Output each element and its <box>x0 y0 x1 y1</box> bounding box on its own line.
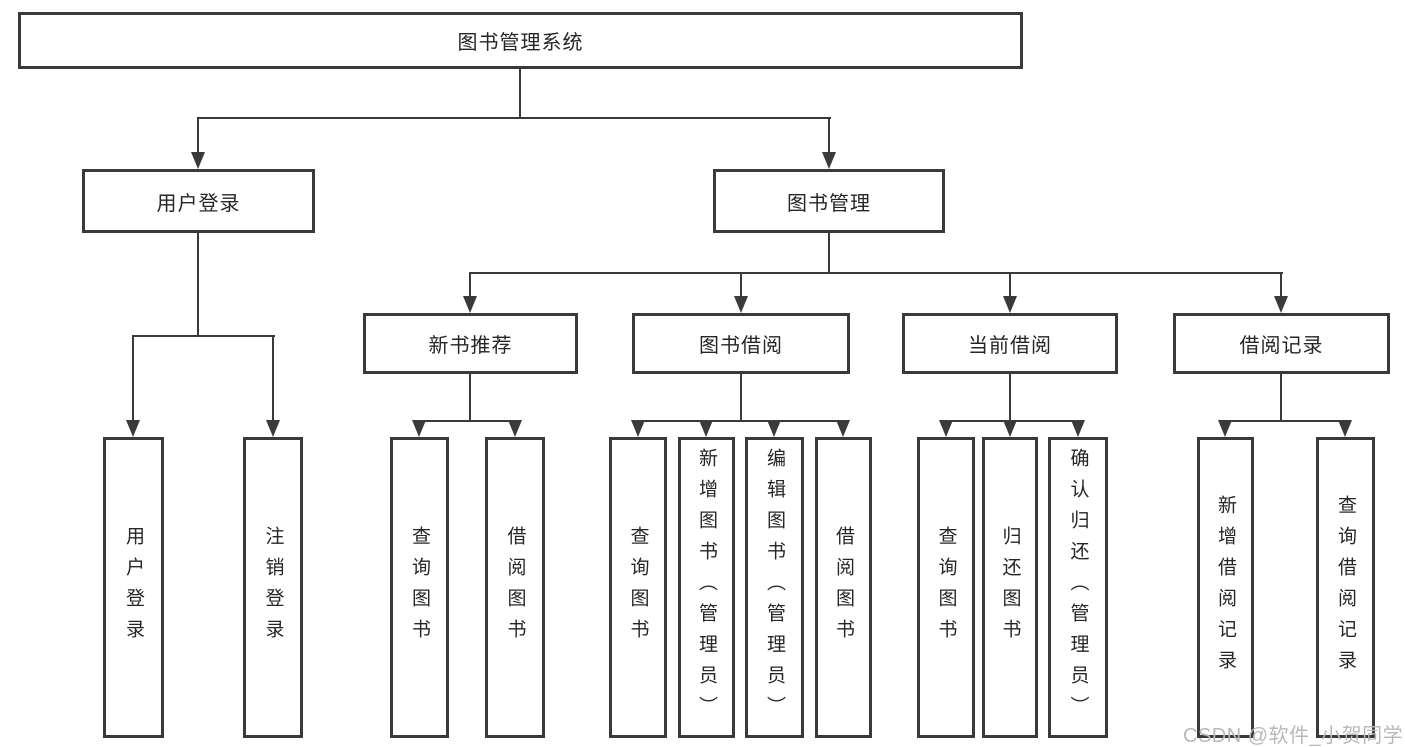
leaf-label: 编辑图书（管理员） <box>764 448 785 727</box>
connector-line <box>519 69 521 119</box>
connector-line <box>828 233 830 274</box>
connector-line <box>132 335 275 337</box>
arrow-down-icon <box>1218 420 1232 437</box>
leaf-current-query-books: 查询图书 <box>917 437 975 738</box>
node-root-library-system: 图书管理系统 <box>18 12 1023 69</box>
connector-line <box>740 374 742 422</box>
leaf-label: 查询图书 <box>409 525 430 650</box>
arrow-down-icon <box>699 420 713 437</box>
leaf-borrow-books: 借阅图书 <box>815 437 872 738</box>
node-book-management: 图书管理 <box>713 169 945 233</box>
connector-line <box>1280 374 1282 422</box>
leaf-borrow-query-books: 查询图书 <box>609 437 667 738</box>
arrow-down-icon <box>1338 420 1352 437</box>
leaf-label: 借阅图书 <box>833 525 854 650</box>
leaf-add-book-admin: 新增图书（管理员） <box>678 437 735 738</box>
arrow-down-icon <box>767 420 781 437</box>
arrow-down-icon <box>463 296 477 313</box>
leaf-newrec-query-books: 查询图书 <box>390 437 449 738</box>
connector-line <box>1224 420 1347 422</box>
connector-line <box>828 119 830 155</box>
arrow-down-icon <box>734 296 748 313</box>
connector-line <box>197 119 199 155</box>
leaf-newrec-borrow-books: 借阅图书 <box>485 437 545 738</box>
leaf-label: 新增图书（管理员） <box>696 448 717 727</box>
leaf-edit-book-admin: 编辑图书（管理员） <box>745 437 804 738</box>
arrow-down-icon <box>1071 420 1085 437</box>
connector-line <box>469 272 1283 274</box>
connector-line <box>1009 274 1011 299</box>
csdn-watermark: CSDN @软件_小贺同学 <box>1183 725 1404 747</box>
arrow-down-icon <box>1274 296 1288 313</box>
connector-line <box>197 233 199 337</box>
node-user-login: 用户登录 <box>82 169 315 233</box>
leaf-label: 确认归还（管理员） <box>1067 448 1089 727</box>
arrow-down-icon <box>266 420 280 437</box>
leaf-user-login: 用户登录 <box>103 437 164 738</box>
connector-line <box>637 420 845 422</box>
leaf-return-books: 归还图书 <box>982 437 1038 738</box>
leaf-add-borrow-record: 新增借阅记录 <box>1197 437 1254 738</box>
leaf-query-borrow-record: 查询借阅记录 <box>1316 437 1375 738</box>
connector-line <box>1280 274 1282 299</box>
leaf-label: 注销登录 <box>262 525 284 650</box>
connector-line <box>132 337 134 422</box>
leaf-label: 查询图书 <box>627 525 649 650</box>
leaf-label: 新增借阅记录 <box>1215 494 1236 681</box>
arrow-down-icon <box>412 420 426 437</box>
connector-line <box>469 274 471 299</box>
node-new-book-recommendation: 新书推荐 <box>363 313 578 374</box>
connector-line <box>197 117 831 119</box>
leaf-label: 借阅图书 <box>504 525 526 650</box>
arrow-down-icon <box>939 420 953 437</box>
connector-line <box>469 374 471 422</box>
node-book-borrowing: 图书借阅 <box>632 313 850 374</box>
leaf-label: 查询借阅记录 <box>1335 494 1356 681</box>
arrow-down-icon <box>1003 420 1017 437</box>
connector-line <box>272 337 274 422</box>
leaf-label: 归还图书 <box>999 525 1021 650</box>
leaf-label: 用户登录 <box>123 525 144 650</box>
leaf-confirm-return-admin: 确认归还（管理员） <box>1048 437 1108 738</box>
connector-line <box>740 274 742 299</box>
arrow-down-icon <box>191 152 205 169</box>
node-borrowing-records: 借阅记录 <box>1173 313 1390 374</box>
arrow-down-icon <box>836 420 850 437</box>
connector-line <box>1009 374 1011 422</box>
node-current-borrowing: 当前借阅 <box>902 313 1118 374</box>
arrow-down-icon <box>126 420 140 437</box>
arrow-down-icon <box>822 152 836 169</box>
arrow-down-icon <box>508 420 522 437</box>
arrow-down-icon <box>631 420 645 437</box>
connector-line <box>418 420 517 422</box>
leaf-logout: 注销登录 <box>243 437 303 738</box>
leaf-label: 查询图书 <box>935 525 957 650</box>
arrow-down-icon <box>1003 296 1017 313</box>
